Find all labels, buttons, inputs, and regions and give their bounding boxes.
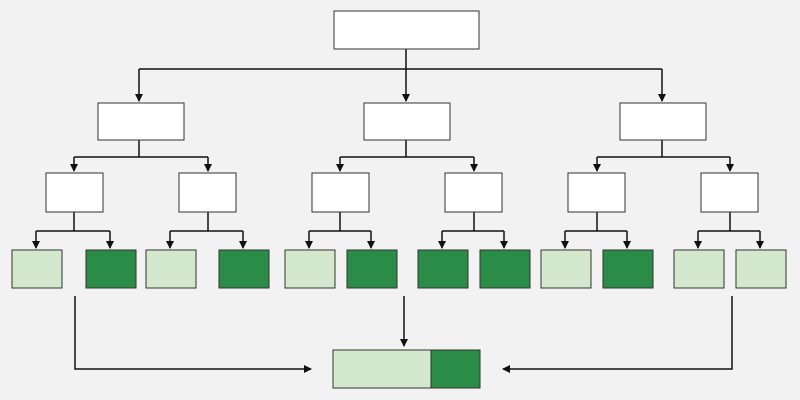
leaf-node-12-light: [735, 249, 787, 289]
leaf-node-10-dark: [602, 249, 654, 289]
aggregate-arrow-right: [502, 296, 733, 373]
leaf-node-3-light: [145, 249, 197, 289]
level2-node-2: [178, 172, 237, 213]
level2-node-6: [700, 172, 759, 213]
level1-node-2: [363, 102, 451, 141]
level1-node-3: [619, 102, 707, 141]
result-segment-2-dark: [430, 349, 481, 389]
leaf-node-4-dark: [218, 249, 270, 289]
level2-node-4: [444, 172, 503, 213]
leaf-node-11-light: [673, 249, 725, 289]
leaf-node-9-light: [540, 249, 592, 289]
connector-layer: [32, 49, 764, 373]
leaf-node-6-dark: [346, 249, 398, 289]
leaf-node-8-dark: [479, 249, 531, 289]
leaf-node-7-dark: [417, 249, 469, 289]
aggregate-arrow-left: [74, 296, 312, 373]
leaf-node-1-light: [11, 249, 63, 289]
level2-node-1: [45, 172, 104, 213]
node-layer: [11, 10, 787, 389]
root-node: [333, 10, 480, 50]
level2-node-5: [567, 172, 626, 213]
leaf-node-2-dark: [85, 249, 137, 289]
level2-node-3: [311, 172, 370, 213]
leaf-node-5-light: [284, 249, 336, 289]
level1-node-1: [97, 102, 185, 141]
result-segment-1-light: [332, 349, 432, 389]
